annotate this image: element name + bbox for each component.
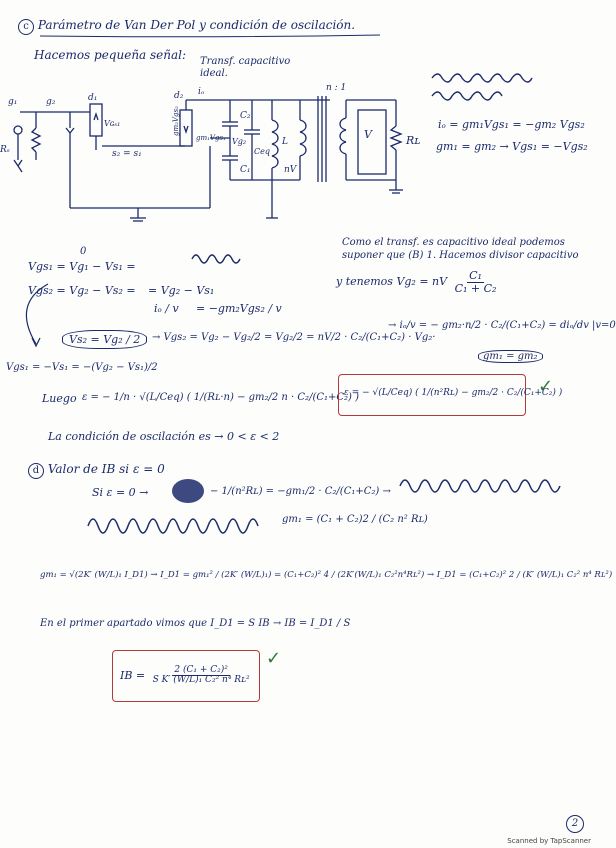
ib-result-box	[112, 650, 260, 702]
section-d-title: Valor de IB si ε = 0	[47, 462, 165, 476]
section-c-title: Parámetro de Van Der Pol y condición de …	[37, 18, 356, 32]
crossed-out-blot	[172, 479, 204, 503]
label-L: L	[281, 137, 288, 147]
section-c-marker: c	[18, 19, 34, 35]
small-signal-circuit: g₁ Rₛ g₂ d₁ d₂ s₂ = s₁ iₒ Vɢₛ₁ gm₂Vgs₂ g…	[0, 83, 420, 222]
oscillation-condition: La condición de oscilación es → 0 < ε < …	[48, 430, 280, 443]
first-part-note: En el primer apartado vimos que I_D1 = S…	[40, 618, 351, 629]
vgs2-rhs: = Vg₂ − Vs₁	[148, 284, 215, 297]
title-underline	[39, 34, 381, 38]
section-c-heading: c Parámetro de Van Der Pol y condición d…	[18, 18, 355, 35]
label-RL: Rʟ	[405, 134, 420, 147]
vg2-prefix: y tenemos	[336, 275, 393, 289]
checkmark-icon: ✓	[538, 376, 554, 397]
ib-fraction: 2 (C₁ + C₂)² S K′ (W/L)₁ C₂² n⁴ Rʟ²	[151, 665, 252, 686]
ib-denominator: S K′ (W/L)₁ C₂² n⁴ Rʟ²	[152, 675, 250, 686]
epsilon-result-box	[338, 374, 526, 416]
vgs2-chain: → Vgs₂ = Vg₂ − Vg₂/2 = Vg₂/2 = nV/2 · C₂…	[152, 332, 436, 343]
ib-numerator: 2 (C₁ + C₂)²	[172, 665, 230, 677]
io-equation: iₒ = gm₁Vgs₁ = −gm₂ Vgs₂	[438, 118, 585, 131]
vs2-circled: Vs₂ = Vg₂ / 2	[62, 330, 148, 349]
vg2-fraction: C₁ C₁ + C₂	[453, 270, 499, 294]
crossed-out-scribble-3	[399, 479, 561, 493]
ib-lhs: IB =	[120, 668, 146, 682]
label-gm1vgs1: gm₁Vgs₁	[196, 134, 226, 142]
section-d-heading: d Valor de IB si ε = 0	[28, 462, 165, 479]
label-io: iₒ	[198, 87, 205, 97]
io-over-v-rhs: = −gm₂Vgs₂ / v	[196, 302, 282, 315]
transf-annotation: Transf. capacitivo ideal.	[200, 56, 291, 79]
label-s2s1: s₂ = s₁	[112, 149, 142, 159]
scanned-page: c Parámetro de Van Der Pol y condición d…	[0, 18, 616, 845]
label-d1: d₁	[88, 93, 97, 103]
label-vg2: Vg₂	[232, 137, 246, 146]
transf-note: Como el transf. es capacitivo ideal pode…	[342, 237, 579, 261]
crossed-out-scribble-2	[191, 254, 241, 264]
crossed-out-scribble-1	[431, 73, 533, 101]
crossed-out-scribble-4	[87, 518, 259, 534]
gm-equality: gm₁ = gm₂ → Vgs₁ = −Vgs₂	[436, 140, 588, 153]
vg2-lhs: Vg₂ = nV	[396, 275, 448, 289]
derivative-chain: → iₒ/v = − gm₂·n/2 · C₂/(C₁+C₂) = diₒ/dv…	[388, 320, 616, 331]
vg2-divider: y tenemos Vg₂ = nV C₁ C₁ + C₂	[336, 270, 500, 294]
intro-text: Hacemos pequeña señal:	[34, 48, 187, 62]
gm-equal-note: gm₁ = gm₂	[478, 350, 543, 363]
label-c1: C₁	[240, 165, 251, 175]
epsilon-expression: ε = − 1/n · √(L/Ceq) ( 1/(Rʟ·n) − gm₂/2 …	[82, 392, 360, 403]
si-eps: Si ε = 0 →	[92, 486, 149, 499]
label-nV: nV	[284, 165, 298, 175]
ib-formula: IB = 2 (C₁ + C₂)² S K′ (W/L)₁ C₂² n⁴ Rʟ²	[120, 665, 254, 686]
vgs1-zero: 0	[80, 246, 87, 257]
arrow-curve	[25, 283, 49, 348]
eps-zero-eq: − 1/(n²Rʟ) = −gm₁/2 · C₂/(C₁+C₂) →	[210, 486, 391, 497]
frac-num: C₁	[467, 269, 484, 283]
label-ceq: Ceq	[254, 147, 270, 156]
label-V: V	[364, 128, 373, 141]
vgs1-line: Vgs₁ = Vg₁ − Vs₁ =	[28, 260, 136, 273]
label-vgs1: Vɢₛ₁	[104, 119, 120, 128]
gm1-sqrt-chain: gm₁ = √(2K′ (W/L)₁ I_D1) → I_D1 = gm₁² /…	[40, 570, 613, 580]
vgs2-line: Vgs₂ = Vg₂ − Vs₂ =	[28, 284, 136, 297]
label-n1: n : 1	[326, 83, 346, 93]
page-number: 2	[566, 815, 584, 833]
label-rs: Rₛ	[0, 145, 10, 155]
frac-den: C₁ + C₂	[454, 281, 497, 295]
io-over-v: iₒ / v	[154, 302, 179, 315]
section-d-marker: d	[28, 463, 44, 479]
label-g2: g₂	[46, 97, 56, 107]
label-gm2vgs2: gm₂Vgs₂	[172, 106, 180, 136]
label-d2: d₂	[174, 91, 184, 101]
checkmark-icon-2: ✓	[266, 648, 282, 669]
label-c2: C₂	[240, 111, 251, 121]
label-g1: g₁	[8, 97, 17, 107]
luego-label: Luego	[42, 392, 77, 405]
epsilon-boxed: ε = − √(L/Ceq) ( 1/(n²Rʟ) − gm₂/2 · C₂/(…	[344, 388, 563, 398]
gm1-result: gm₁ = (C₁ + C₂)2 / (C₂ n² Rʟ)	[282, 514, 428, 525]
scanner-footer: Scanned by TapScanner	[507, 837, 591, 845]
vgs1-negative: Vgs₁ = −Vs₁ = −(Vg₂ − Vs₁)/2	[6, 362, 158, 373]
